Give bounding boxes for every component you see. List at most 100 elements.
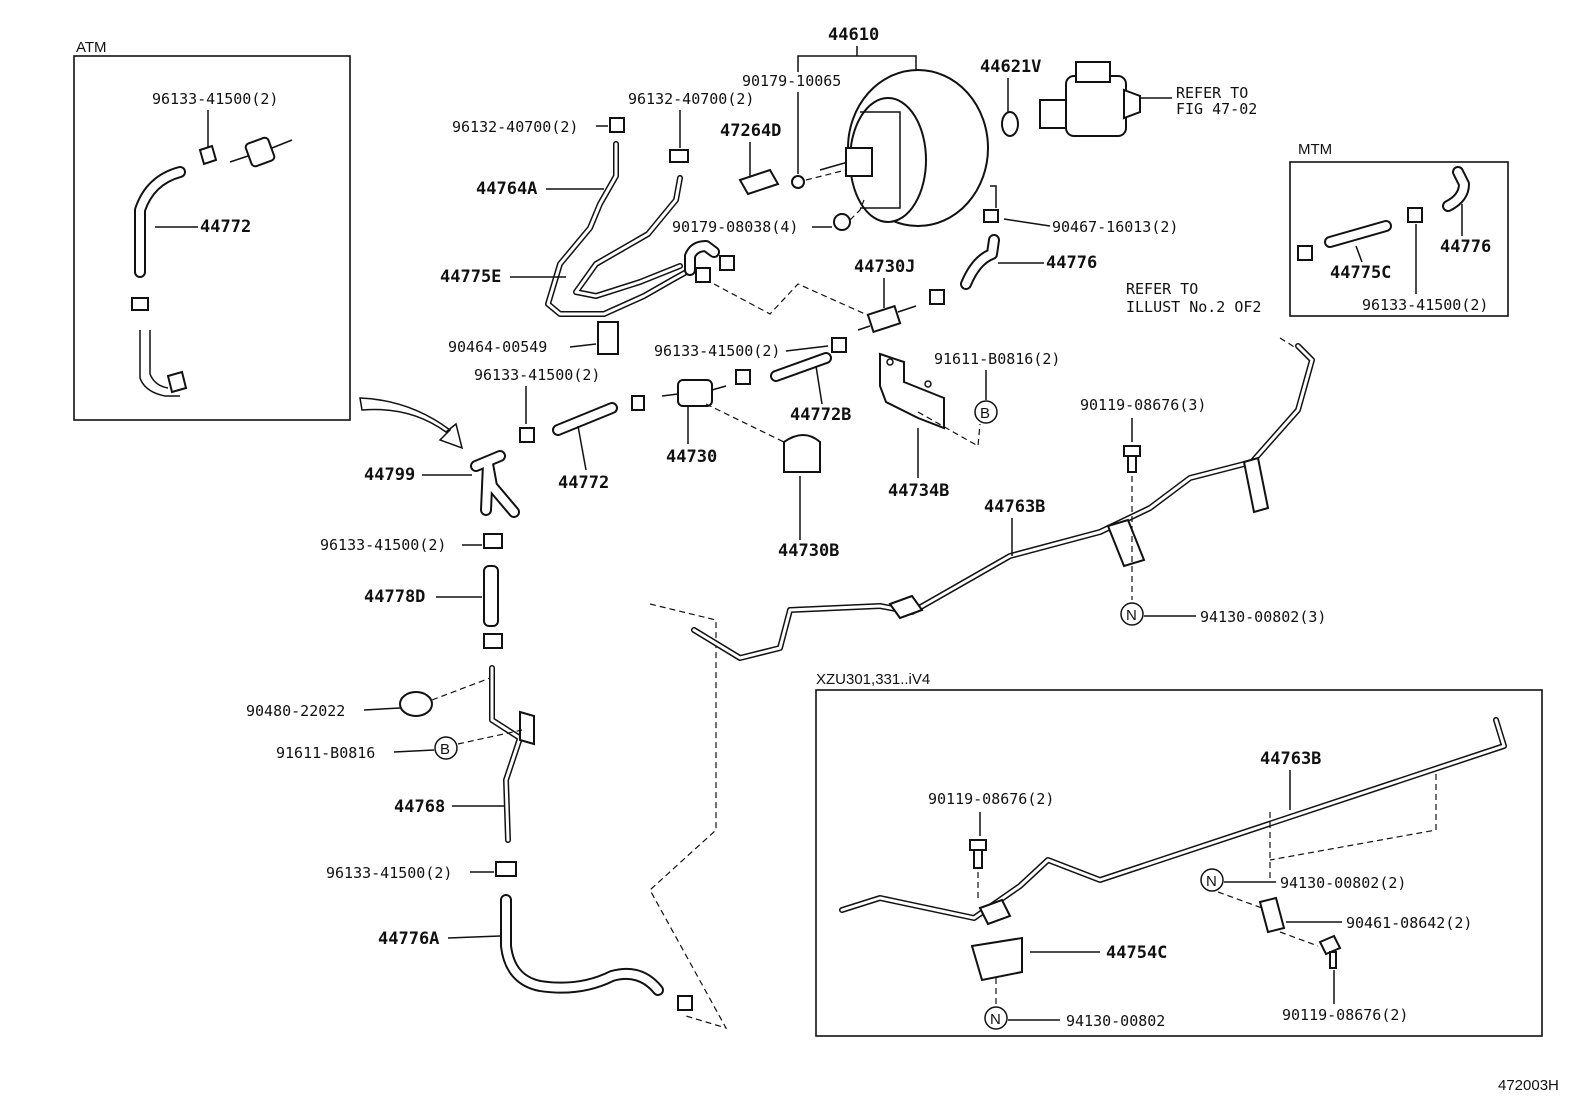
bolt-icon <box>969 839 987 869</box>
hose-clamp-icon <box>495 861 517 877</box>
label-44768: 44768 <box>394 797 445 817</box>
label-44764a: 44764A <box>476 179 537 199</box>
hose-clamp-icon <box>669 149 689 163</box>
atm-title: ATM <box>76 39 107 56</box>
marker-n <box>1200 868 1224 892</box>
ref-fig-line1: REFER TO <box>1176 84 1248 102</box>
label-44730: 44730 <box>666 447 717 467</box>
hose-clamp-icon <box>735 369 751 385</box>
label-94130-00802-3: 94130-00802(3) <box>1200 608 1326 626</box>
hose-clamp-icon <box>631 395 645 411</box>
atm-section: ATM 96133-41500(2) 44772 <box>73 39 351 421</box>
label-91611-b0816-top: 91611-B0816(2) <box>934 350 1060 368</box>
label-90119-08676-x1: 90119-08676(2) <box>928 790 1054 808</box>
label-96133-41500-mid: 96133-41500(2) <box>654 342 780 360</box>
label-44730b: 44730B <box>778 541 839 561</box>
label-96132-40700-a: 96132-40700(2) <box>452 118 578 136</box>
xzu-section: XZU301,331..iV4 44763B 90119-08676(2) 44… <box>815 671 1543 1037</box>
pipe-clip-icon <box>1258 896 1286 934</box>
label-44772-mid: 44772 <box>558 473 609 493</box>
hose-44778d-icon <box>483 565 499 627</box>
hose-clamp-icon <box>166 370 188 394</box>
hose-clamp-icon <box>677 995 693 1011</box>
label-44776: 44776 <box>1046 253 1097 273</box>
marker-n <box>1120 602 1144 626</box>
marker-b-top <box>974 400 998 424</box>
marker-n <box>984 1006 1008 1030</box>
marker-n-text: N <box>1206 873 1217 890</box>
label-44754c: 44754C <box>1106 943 1167 963</box>
label-44772b: 44772B <box>790 405 851 425</box>
label-44775c: 44775C <box>1330 263 1391 283</box>
bolt-icon <box>1123 445 1141 473</box>
label-90179-08038: 90179-08038(4) <box>672 218 798 236</box>
label-90480-22022: 90480-22022 <box>246 702 345 720</box>
label-44778d: 44778D <box>364 587 425 607</box>
bolt-icon <box>1318 934 1342 969</box>
pipe-bracket-icon <box>1242 456 1270 514</box>
label-90179-10065: 90179-10065 <box>742 72 841 90</box>
pipe-clip-icon <box>519 710 535 746</box>
pipe-bracket-icon <box>1106 518 1146 568</box>
hose-clamp-icon <box>1407 207 1423 223</box>
clevis-icon <box>738 168 780 196</box>
filter-icon <box>229 136 293 168</box>
mtm-frame <box>1289 161 1509 317</box>
label-94130-00802-x1: 94130-00802(2) <box>1280 874 1406 892</box>
pointer-arrow-icon <box>359 397 464 450</box>
label-47264d: 47264D <box>720 121 781 141</box>
marker-b-text: B <box>440 741 450 758</box>
hose-clamp-icon <box>131 297 149 311</box>
union-icon <box>983 209 999 223</box>
hose-clamp-icon <box>519 427 535 443</box>
mtm-title: MTM <box>1298 141 1332 158</box>
hose-clamp-icon <box>483 533 503 549</box>
vacuum-lines: 96132-40700(2) 96132-40700(2) 44764A 447… <box>440 90 1097 561</box>
hose-clamp-icon <box>831 337 847 353</box>
nut-icon <box>833 213 851 231</box>
label-44776-mtm: 44776 <box>1440 237 1491 257</box>
hose-clamp-icon <box>198 144 218 166</box>
hose-clamp-icon <box>695 267 711 283</box>
label-90467-16013: 90467-16013(2) <box>1052 218 1178 236</box>
bracket-44734b-icon <box>879 352 945 430</box>
tee-joint-icon <box>857 304 917 334</box>
valve-clamp-icon <box>783 434 821 473</box>
hose-clamp-icon <box>719 255 735 271</box>
label-44776a: 44776A <box>378 929 439 949</box>
label-90464-00549: 90464-00549 <box>448 338 547 356</box>
hose-clamp-icon <box>483 633 503 649</box>
check-valve-icon <box>661 379 727 407</box>
label-44763b-x: 44763B <box>1260 749 1321 769</box>
ref-illust-line1: REFER TO <box>1126 280 1198 298</box>
label-44775e: 44775E <box>440 267 501 287</box>
label-44621v: 44621V <box>980 57 1041 77</box>
xzu-frame <box>815 689 1543 1037</box>
label-96133-41500-b: 96133-41500(2) <box>326 864 452 882</box>
label-44734b: 44734B <box>888 481 949 501</box>
master-cylinder-icon <box>1039 61 1141 137</box>
label-44763b: 44763B <box>984 497 1045 517</box>
label-96133-41500-mtm: 96133-41500(2) <box>1362 296 1488 314</box>
hose-clamp-icon <box>1297 245 1313 261</box>
label-96132-40700-b: 96132-40700(2) <box>628 90 754 108</box>
label-96133-41500-a: 96133-41500(2) <box>320 536 446 554</box>
ref-fig-line2: FIG 47-02 <box>1176 100 1257 118</box>
label-91611-b0816: 91611-B0816 <box>276 744 375 762</box>
pipe-44763b: REFER TO ILLUST No.2 OF2 44763B 90119-08… <box>691 280 1326 661</box>
label-44799: 44799 <box>364 465 415 485</box>
marker-n-text: N <box>990 1011 1001 1028</box>
grommet-icon <box>399 691 433 717</box>
label-90119-08676-3: 90119-08676(3) <box>1080 396 1206 414</box>
footer-code: 472003H <box>1498 1077 1559 1094</box>
label-44772-atm: 44772 <box>200 217 251 237</box>
label-90119-08676-x2: 90119-08676(2) <box>1282 1006 1408 1024</box>
label-94130-00802-x2: 94130-00802 <box>1066 1012 1165 1030</box>
label-44730j: 44730J <box>854 257 915 277</box>
pipe-clamp-icon <box>888 594 924 620</box>
marker-n-text: N <box>1126 607 1137 624</box>
xzu-title: XZU301,331..iV4 <box>816 671 930 688</box>
label-96133-41500-atm: 96133-41500(2) <box>152 90 278 108</box>
